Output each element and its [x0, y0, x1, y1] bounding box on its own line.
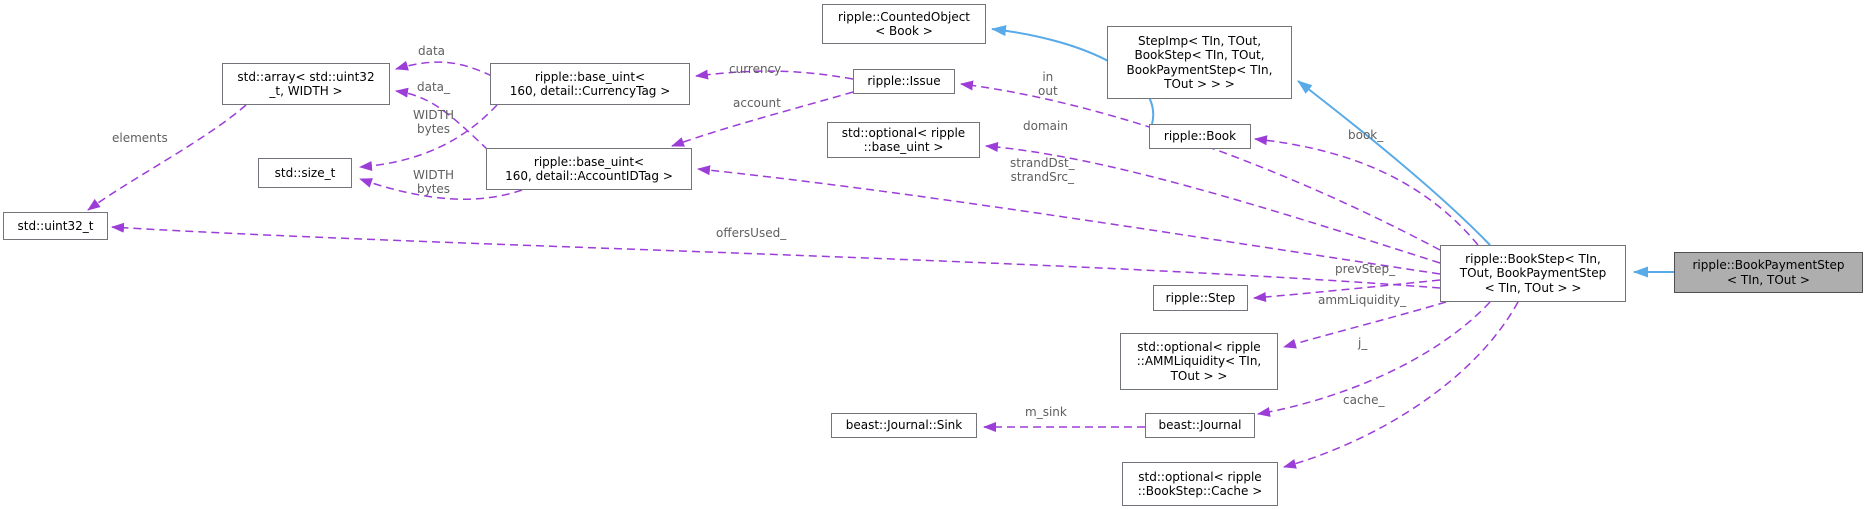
edge-width-bytes-2: [359, 178, 523, 200]
edge-label-j-u: j_: [1358, 336, 1368, 350]
edge-prev-step: [1253, 279, 1441, 302]
edge-label-data: data: [418, 44, 446, 58]
node-step-imp[interactable]: StepImp< TIn, TOut, BookStep< TIn, TOut,…: [1107, 26, 1292, 99]
node-label-line: TOut, BookPaymentStep: [1459, 266, 1607, 281]
edge-strand: [697, 165, 1441, 275]
edge-label-amm-liquidity: ammLiquidity_: [1318, 293, 1407, 307]
edge-offers-used: [111, 222, 1441, 289]
node-label-line: std::uint32_t: [17, 218, 94, 233]
edge-width-bytes-1: [359, 104, 498, 172]
node-label-line: TOut > > >: [1164, 77, 1235, 91]
edge-label-prev-step: prevStep_: [1335, 262, 1396, 276]
node-label-line: ripple::base_uint<: [534, 69, 646, 84]
edge-elements: [87, 104, 247, 211]
node-label-line: < TIn, TOut >: [1727, 272, 1810, 287]
node-step[interactable]: ripple::Step: [1153, 285, 1248, 311]
edge-currency: [695, 69, 854, 80]
node-label-line: ripple::Issue: [867, 74, 941, 89]
node-label-line: ripple::BookPaymentStep: [1692, 258, 1845, 272]
node-label-line: beast::Journal::Sink: [845, 418, 963, 433]
edge-domain: [985, 142, 1441, 264]
node-opt-base-uint[interactable]: std::optional< ripple ::base_uint >: [827, 122, 980, 158]
node-label-line: ::BookStep::Cache >: [1137, 484, 1263, 498]
node-account-id-tag[interactable]: ripple::base_uint< 160, detail::AccountI…: [486, 148, 692, 190]
node-label-line: ripple::base_uint<: [533, 154, 645, 169]
edge-label-elements: elements: [112, 131, 168, 145]
edge-j-u: [1257, 301, 1491, 417]
node-array[interactable]: std::array< std::uint32 _t, WIDTH >: [222, 63, 390, 105]
edge-label-in-out: in out: [1038, 70, 1058, 98]
node-book-step[interactable]: ripple::BookStep< TIn, TOut, BookPayment…: [1440, 245, 1626, 302]
edge-label-width-bytes-1: WIDTH bytes: [413, 108, 454, 136]
node-label-line: 160, detail::CurrencyTag >: [509, 84, 671, 98]
node-label-line: _t, WIDTH >: [269, 84, 343, 98]
edge-cache-u: [1283, 301, 1519, 469]
node-label-line: std::size_t: [274, 165, 336, 180]
node-label-line: ::base_uint >: [863, 140, 944, 154]
edge-label-book-u: book_: [1348, 128, 1384, 142]
edge-label-m-sink: m_sink: [1025, 405, 1067, 419]
edge-label-offers-used: offersUsed_: [716, 226, 787, 240]
node-label-line: < Book >: [875, 24, 933, 38]
node-label-line: ripple::Book: [1163, 129, 1237, 144]
node-opt-cache[interactable]: std::optional< ripple ::BookStep::Cache …: [1122, 462, 1278, 506]
edge-data-u: [395, 87, 489, 151]
node-issue[interactable]: ripple::Issue: [853, 69, 955, 94]
node-journal-sink[interactable]: beast::Journal::Sink: [831, 413, 977, 438]
node-label-line: < TIn, TOut > >: [1484, 280, 1582, 295]
node-label-line: StepImp< TIn, TOut,: [1137, 33, 1262, 48]
node-label-line: TOut > >: [1170, 368, 1228, 383]
edge-inherit-bookstep-stepimp: [1297, 80, 1491, 246]
node-label-line: 160, detail::AccountIDTag >: [505, 169, 673, 183]
node-label-line: BookStep< TIn, TOut,: [1134, 48, 1265, 62]
node-label-line: std::optional< ripple: [841, 125, 966, 140]
node-label-line: ripple::CountedObject: [837, 9, 971, 24]
edge-in-out: [960, 80, 1441, 251]
node-uint32[interactable]: std::uint32_t: [3, 212, 108, 240]
node-currency-tag[interactable]: ripple::base_uint< 160, detail::Currency…: [490, 63, 690, 105]
node-label-line: ripple::BookStep< TIn,: [1465, 251, 1601, 266]
edge-amm-liquidity: [1283, 301, 1447, 349]
edge-label-data-u: data_: [417, 80, 451, 94]
edge-book-u: [1254, 135, 1479, 246]
node-label-line: ::AMMLiquidity< TIn,: [1136, 354, 1262, 369]
node-label-line: std::optional< ripple: [1137, 339, 1261, 354]
node-size-t[interactable]: std::size_t: [258, 158, 352, 188]
edge-label-account: account: [733, 96, 781, 110]
node-opt-amm[interactable]: std::optional< ripple ::AMMLiquidity< TI…: [1120, 333, 1278, 390]
edge-account: [671, 91, 854, 147]
edge-label-width-bytes-2: WIDTH bytes: [413, 168, 454, 196]
node-label-line: BookPaymentStep< TIn,: [1126, 62, 1273, 77]
edge-label-domain: domain: [1023, 119, 1068, 133]
node-book[interactable]: ripple::Book: [1149, 124, 1251, 149]
node-book-payment-step: ripple::BookPaymentStep < TIn, TOut >: [1674, 252, 1863, 293]
node-label-line: beast::Journal: [1158, 418, 1242, 433]
edge-label-strand: strandDst_ strandSrc_: [1010, 156, 1075, 184]
node-label-line: ripple::Step: [1165, 290, 1236, 305]
edge-label-currency: currency: [729, 62, 782, 76]
node-journal[interactable]: beast::Journal: [1145, 413, 1255, 438]
node-label-line: std::array< std::uint32: [237, 69, 375, 84]
node-counted-object[interactable]: ripple::CountedObject < Book >: [822, 4, 986, 44]
edge-label-cache-u: cache_: [1343, 393, 1385, 407]
node-label-line: std::optional< ripple: [1138, 469, 1262, 484]
edge-data: [395, 60, 493, 77]
